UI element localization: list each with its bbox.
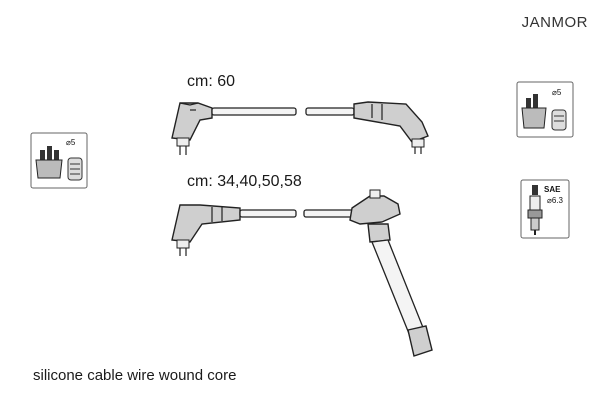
spark-plug-icon: SAE ⌀6.3 <box>520 179 570 239</box>
svg-text:⌀6.3: ⌀6.3 <box>547 196 563 205</box>
wire-segment-left <box>211 107 297 116</box>
spark-plug-boot <box>349 189 433 357</box>
wire-segment-right-2 <box>303 209 357 218</box>
product-caption: silicone cable wire wound core <box>33 367 237 384</box>
wire-boot-left-2 <box>171 204 241 256</box>
svg-text:⌀5: ⌀5 <box>66 138 76 147</box>
ignition-wire-60cm <box>171 101 429 155</box>
wire-segment-left-2 <box>239 209 297 218</box>
wire-boot-right <box>353 101 429 154</box>
svg-text:SAE: SAE <box>544 185 561 194</box>
ignition-coil-icon: ⌀5 <box>516 81 574 138</box>
svg-text:⌀5: ⌀5 <box>552 88 562 97</box>
ignition-wire-set-2 <box>171 189 433 357</box>
wire-segment-right <box>305 107 355 116</box>
wire-length-label-2: cm: 34,40,50,58 <box>187 173 302 190</box>
distributor-cap-icon: ⌀5 <box>30 132 88 189</box>
brand-name: JANMOR <box>521 14 588 31</box>
wire-length-label-1: cm: 60 <box>187 73 236 90</box>
wire-boot-left <box>171 102 213 155</box>
